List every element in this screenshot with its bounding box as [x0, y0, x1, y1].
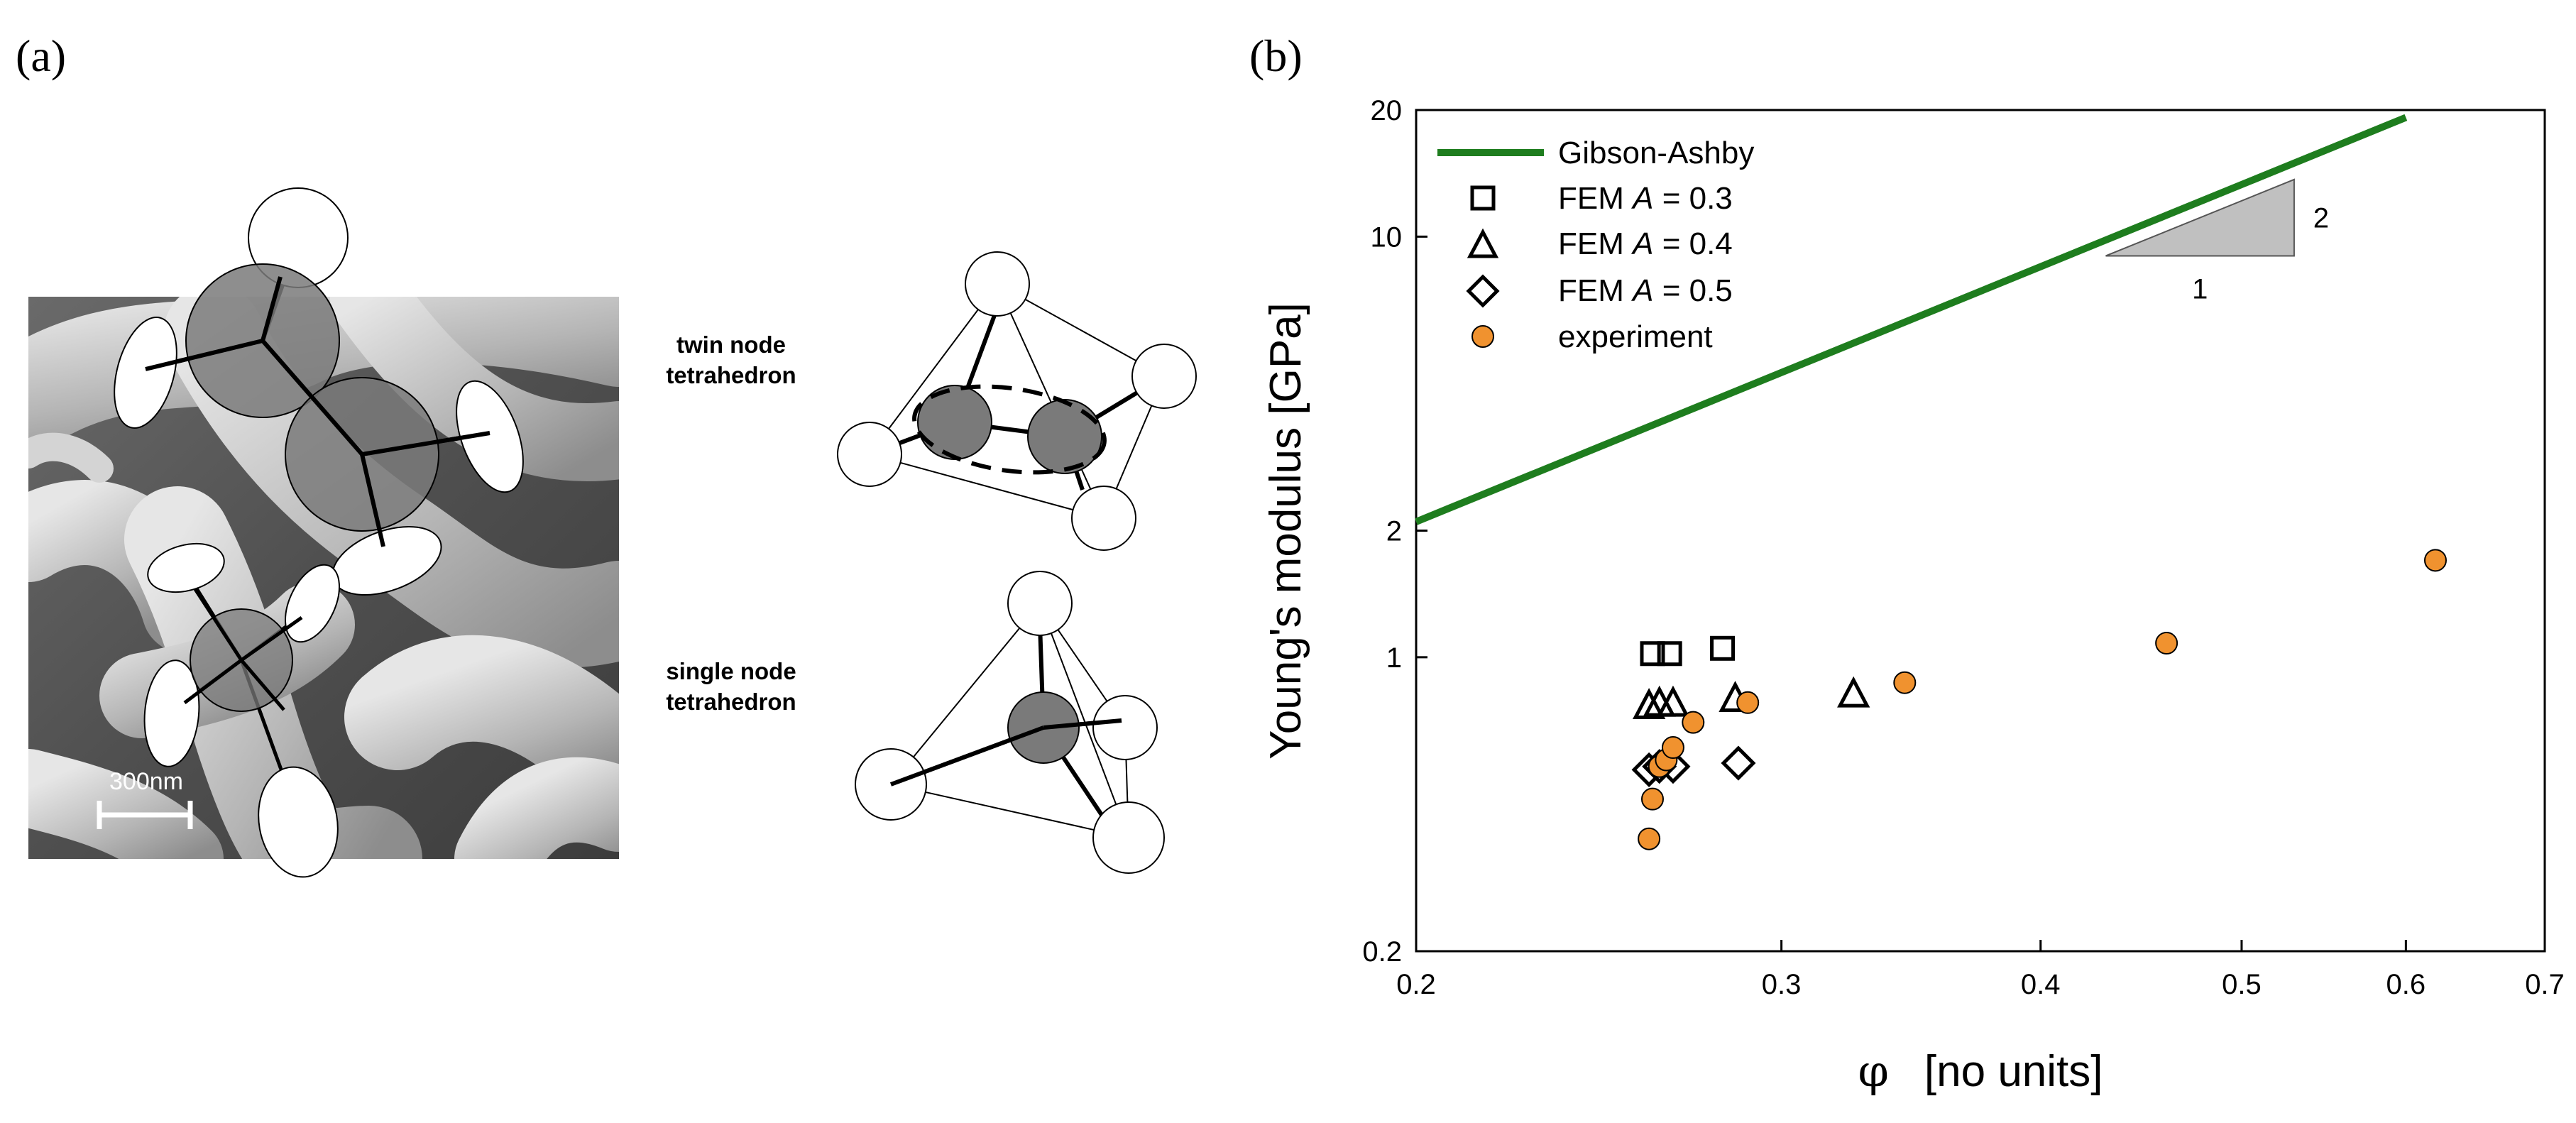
slope-rise-label: 2 [2313, 203, 2329, 234]
point-fem-04 [1632, 688, 1666, 719]
point-experiment [1682, 711, 1705, 734]
x-axis-units: [no units] [1924, 1047, 2103, 1096]
point-experiment [2423, 549, 2447, 572]
legend-swatch-fem-04 [1467, 228, 1499, 258]
legend-fem-05-var: A [1630, 273, 1653, 308]
scale-bar-label: 300nm [109, 768, 183, 795]
point-fem-04 [1656, 685, 1690, 717]
legend: Gibson-Ashby FEM A = 0.3 FEM A = 0.4 FEM… [1437, 136, 1754, 354]
point-fem-04 [1837, 676, 1870, 708]
y-tick-label: 0.2 [1362, 936, 1402, 968]
legend-label-experiment: experiment [1558, 319, 1713, 354]
legend-fem-04-prefix: FEM [1558, 226, 1633, 261]
legend-swatch-experiment [1471, 325, 1494, 348]
legend-swatch-fem-05 [1466, 274, 1500, 308]
y-axis-title: Young's modulus [GPa] [1261, 302, 1310, 760]
x-axis-ticks: 0.2 0.3 0.4 0.5 0.6 0.7 [1396, 940, 2565, 1000]
legend-fem-03-var: A [1630, 181, 1653, 216]
y-tick-label: 10 [1371, 221, 1403, 253]
point-experiment [1638, 827, 1661, 850]
point-experiment [1661, 736, 1684, 760]
legend-fem-03-suffix: = 0.3 [1653, 181, 1732, 216]
panel-a-label: (a) [16, 31, 66, 81]
legend-label-gibson-ashby: Gibson-Ashby [1558, 136, 1754, 170]
legend-fem-04-var: A [1630, 226, 1653, 261]
legend-label-fem-03: FEM A = 0.3 [1558, 181, 1733, 216]
x-tick-label: 0.3 [1762, 969, 1802, 1000]
modulus-chart: 0.2 0.3 0.4 0.5 0.6 0.7 0.2 1 2 10 20 1 2 φ [no un… [1261, 95, 2565, 1097]
legend-fem-05-suffix: = 0.5 [1653, 273, 1732, 308]
twin-node-tetrahedron: twin node tetrahedron [666, 251, 1197, 551]
y-tick-label: 20 [1371, 95, 1403, 126]
x-tick-label: 0.2 [1396, 969, 1436, 1000]
legend-fem-05-prefix: FEM [1558, 273, 1633, 308]
series-layer [1415, 114, 2447, 850]
sem-micrograph: 300nm [28, 187, 619, 878]
legend-fem-04-suffix: = 0.4 [1653, 226, 1732, 261]
y-tick-label: 2 [1386, 516, 1402, 547]
x-tick-label: 0.5 [2222, 969, 2262, 1000]
point-fem-03 [1640, 641, 1665, 667]
series-line-gibson-ashby [1415, 114, 2408, 525]
single-node-label-line2: tetrahedron [666, 689, 796, 715]
point-experiment [1736, 691, 1760, 714]
point-experiment [2155, 632, 2178, 655]
slope-run-label: 1 [2192, 273, 2208, 305]
y-axis-ticks: 0.2 1 2 10 20 [1362, 95, 1427, 968]
point-experiment [1640, 787, 1664, 811]
point-experiment [1893, 671, 1917, 694]
single-node-tetrahedron: single node tetrahedron [666, 571, 1165, 874]
point-fem-03 [1710, 635, 1736, 661]
twin-node-label-line1: twin node [676, 332, 786, 358]
x-tick-label: 0.6 [2386, 969, 2426, 1000]
panel-b-label: (b) [1249, 31, 1303, 81]
slope-triangle [2105, 178, 2295, 257]
legend-fem-03-prefix: FEM [1558, 181, 1633, 216]
twin-node-label-line2: tetrahedron [666, 362, 796, 388]
x-axis-title: φ [no units] [1858, 1045, 2103, 1097]
x-tick-label: 0.7 [2525, 969, 2565, 1000]
point-fem-05 [1721, 745, 1756, 781]
legend-label-fem-05: FEM A = 0.5 [1558, 273, 1733, 308]
legend-label-fem-04: FEM A = 0.4 [1558, 226, 1733, 261]
x-axis-symbol: φ [1858, 1045, 1888, 1097]
y-tick-label: 1 [1386, 642, 1402, 674]
x-tick-label: 0.4 [2021, 969, 2061, 1000]
point-fem-03 [1657, 641, 1682, 667]
legend-swatch-fem-03 [1470, 185, 1496, 211]
single-node-label-line1: single node [666, 658, 796, 684]
scale-bar [97, 801, 193, 829]
